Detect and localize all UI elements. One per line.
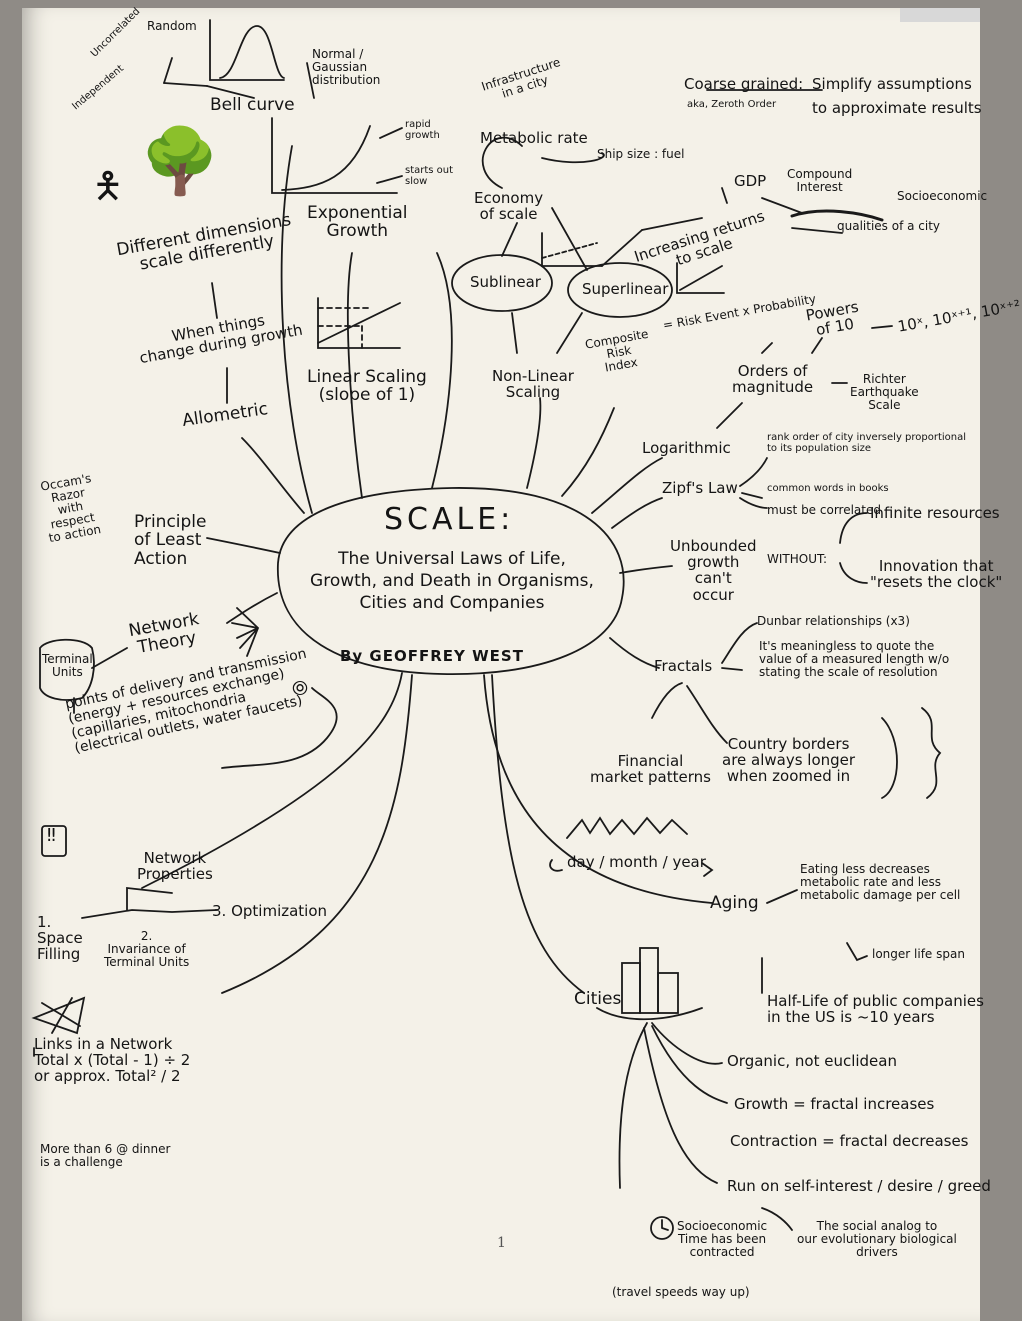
label-dunbar: Dunbar relationships (x3) xyxy=(757,614,910,628)
label-normal: Normal / Gaussian distribution xyxy=(312,47,381,87)
label-infinite: Infinite resources xyxy=(870,504,1000,522)
center-oval xyxy=(277,487,625,675)
label-coarse-grained: Coarse grained: xyxy=(684,75,804,93)
label-socioeconomic: Socioeconomic xyxy=(897,189,988,203)
label-simplify: Simplify assumptions xyxy=(812,75,972,93)
label-unbounded: Unbounded growth can't occur xyxy=(670,537,757,604)
label-eating-less: Eating less decreases metabolic rate and… xyxy=(800,862,961,902)
label-starts-slow: starts out slow xyxy=(405,165,454,187)
label-nonlinear: Non-Linear Scaling xyxy=(492,367,574,402)
label-half-life: Half-Life of public companies in the US … xyxy=(767,992,984,1027)
label-sublinear: Sublinear xyxy=(470,273,541,291)
label-correlated: must be correlated xyxy=(767,503,881,517)
label-linear-scaling: Linear Scaling (slope of 1) xyxy=(307,367,427,406)
mind-map-lines xyxy=(31,19,942,1240)
label-innovation: Innovation that "resets the clock" xyxy=(870,557,1003,592)
outlet-icon: ‼ xyxy=(47,825,56,846)
label-network-properties: Network Properties xyxy=(137,849,213,884)
label-terminal-units: Terminal Units xyxy=(42,652,93,679)
mitochondria-icon: ⦾ xyxy=(292,676,308,700)
book-author: By GEOFFREY WEST xyxy=(340,647,524,665)
notebook-page: SCALE: The Universal Laws of Life, Growt… xyxy=(22,6,1022,1321)
label-aging: Aging xyxy=(710,893,759,913)
label-organic: Organic, not euclidean xyxy=(727,1052,897,1070)
label-gdp: GDP xyxy=(734,172,767,190)
label-common-words: common words in books xyxy=(767,483,889,494)
label-compound-interest: Compound Interest xyxy=(787,167,853,194)
label-dinner: More than 6 @ dinner is a challenge xyxy=(40,1142,171,1169)
label-rank-order: rank order of city inversely proportiona… xyxy=(767,432,967,454)
book-subtitle: The Universal Laws of Life, Growth, and … xyxy=(310,549,594,614)
label-exponential: Exponential Growth xyxy=(307,203,408,242)
label-travel-speeds: (travel speeds way up) xyxy=(612,1285,750,1299)
label-optimization: 3. Optimization xyxy=(212,902,328,920)
label-meaningless: It's meaningless to quote the value of a… xyxy=(759,639,950,679)
label-occams: Occam's Razor with respect to action xyxy=(39,471,103,545)
label-longer-life: longer life span xyxy=(872,947,965,961)
label-without: WITHOUT: xyxy=(767,552,828,566)
label-financial: Financial market patterns xyxy=(590,752,711,787)
page-corner xyxy=(900,8,980,22)
label-aka-zeroth: aka, Zeroth Order xyxy=(687,99,777,110)
label-fractals: Fractals xyxy=(654,657,713,675)
label-logarithmic: Logarithmic xyxy=(642,439,731,457)
book-title: SCALE: xyxy=(384,502,515,537)
label-space-filling: 1. Space Filling xyxy=(37,913,83,964)
label-country-borders: Country borders are always longer when z… xyxy=(722,735,856,786)
label-links-formula: Links in a Network Total x (Total - 1) ÷… xyxy=(34,1035,191,1086)
label-richter: Richter Earthquake Scale xyxy=(850,372,919,412)
label-economy-of-scale: Economy of scale xyxy=(474,189,544,224)
label-contraction: Contraction = fractal decreases xyxy=(730,1132,969,1150)
person-icon: 🯅 xyxy=(92,166,124,207)
label-cities: Cities xyxy=(574,989,622,1009)
label-superlinear: Superlinear xyxy=(582,280,669,298)
label-invariance: 2. Invariance of Terminal Units xyxy=(104,929,190,969)
label-ship-size: Ship size : fuel xyxy=(597,147,685,161)
label-orders-of-magnitude: Orders of magnitude xyxy=(732,362,814,397)
label-qualities: qualities of a city xyxy=(837,219,941,233)
label-least-action: Principle of Least Action xyxy=(134,512,207,569)
label-metabolic-rate: Metabolic rate xyxy=(480,129,588,147)
label-run-on: Run on self-interest / desire / greed xyxy=(727,1177,991,1195)
label-social-analog: The social analog to our evolutionary bi… xyxy=(797,1219,957,1259)
label-rapid-growth: rapid growth xyxy=(405,119,440,141)
label-socioeconomic-time: Socioeconomic Time has been contracted xyxy=(677,1219,768,1259)
label-random: Random xyxy=(147,19,197,33)
label-bell-curve: Bell curve xyxy=(210,95,295,115)
label-approximate: to approximate results xyxy=(812,99,982,117)
tree-icon: 🌳 xyxy=(140,125,220,199)
label-growth-fractal: Growth = fractal increases xyxy=(734,1095,935,1113)
label-day-month-year: day / month / year xyxy=(567,853,706,871)
label-zipfs-law: Zipf's Law xyxy=(662,479,738,497)
page-number: 1 xyxy=(497,1235,506,1251)
